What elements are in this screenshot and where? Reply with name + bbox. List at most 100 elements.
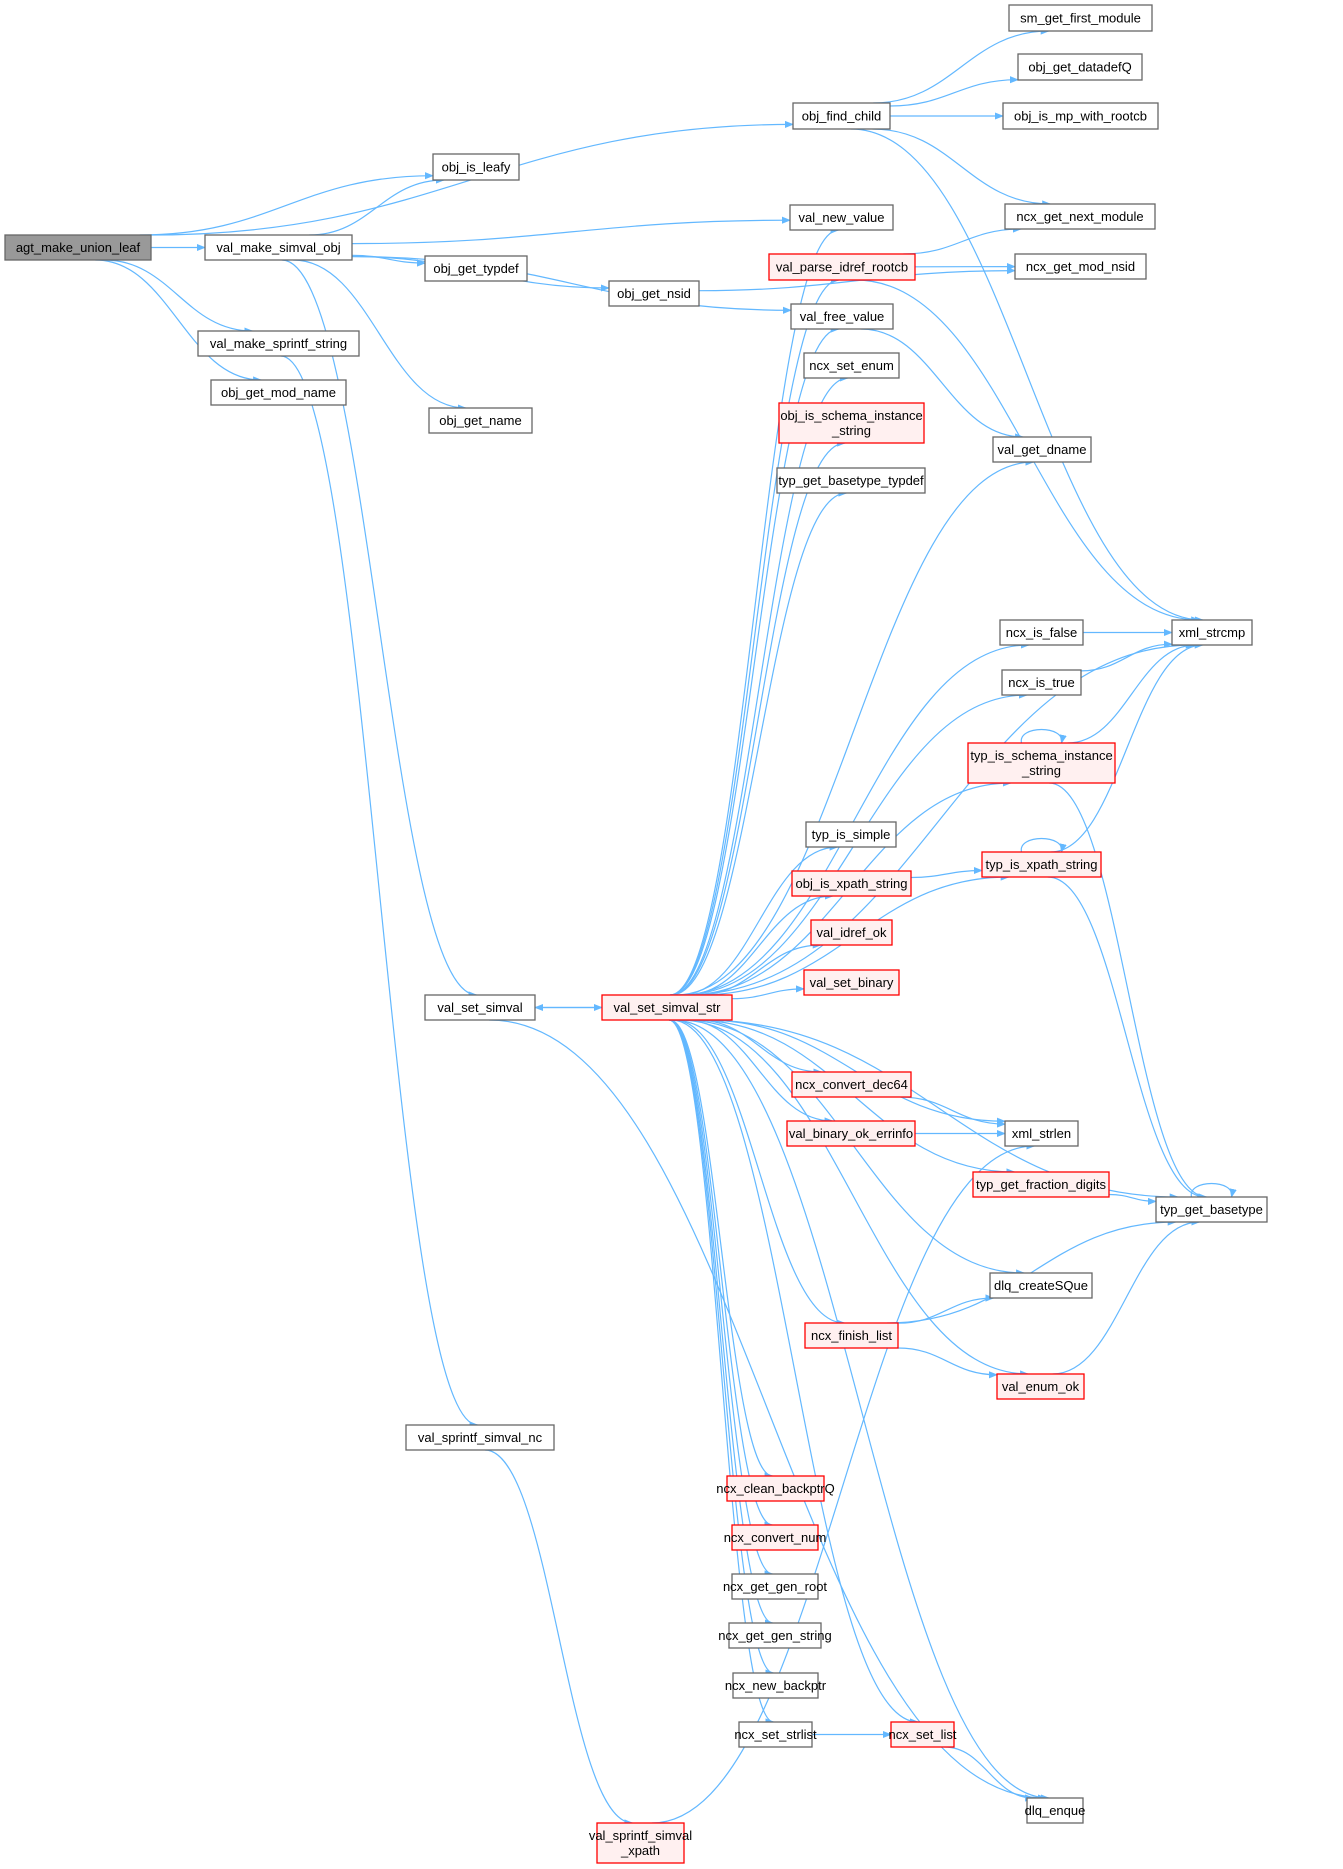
node-box[interactable]: [731, 1524, 819, 1551]
node-xml_strlen[interactable]: xml_strlen: [1004, 1120, 1079, 1147]
node-box[interactable]: [981, 851, 1102, 878]
node-ncx_get_next_module[interactable]: ncx_get_next_module: [1004, 203, 1156, 230]
node-val_set_binary[interactable]: val_set_binary: [803, 969, 900, 996]
node-box[interactable]: [432, 153, 520, 181]
node-typ_is_simple[interactable]: typ_is_simple: [805, 821, 897, 848]
node-box[interactable]: [790, 303, 894, 330]
node-val_idref_ok[interactable]: val_idref_ok: [810, 919, 893, 946]
node-box[interactable]: [1026, 1797, 1084, 1824]
node-val_get_dname[interactable]: val_get_dname: [992, 436, 1092, 463]
node-box[interactable]: [405, 1424, 555, 1451]
node-box[interactable]: [731, 1573, 819, 1600]
node-box[interactable]: [1155, 1196, 1268, 1223]
node-box[interactable]: [1008, 4, 1153, 32]
node-obj_get_typdef[interactable]: obj_get_typdef: [424, 255, 528, 282]
node-ncx_new_backptr[interactable]: ncx_new_backptr: [725, 1672, 827, 1699]
node-ncx_set_strlist[interactable]: ncx_set_strlist: [734, 1721, 817, 1748]
node-box[interactable]: [805, 821, 897, 848]
node-obj_get_nsid[interactable]: obj_get_nsid: [608, 280, 700, 307]
node-box[interactable]: [424, 255, 528, 282]
node-box[interactable]: [992, 436, 1092, 463]
node-box[interactable]: [210, 379, 347, 406]
node-dlq_createSQue[interactable]: dlq_createSQue: [989, 1272, 1093, 1299]
node-typ_is_schema_instance_string[interactable]: typ_is_schema_instance_string: [967, 742, 1116, 784]
node-agt_make_union_leaf[interactable]: agt_make_union_leaf: [4, 234, 152, 261]
node-box[interactable]: [803, 352, 900, 379]
node-box[interactable]: [726, 1475, 825, 1502]
node-box[interactable]: [728, 1622, 822, 1649]
node-box[interactable]: [1001, 669, 1082, 696]
node-ncx_set_enum[interactable]: ncx_set_enum: [803, 352, 900, 379]
node-ncx_convert_dec64[interactable]: ncx_convert_dec64: [791, 1071, 912, 1098]
node-obj_is_xpath_string[interactable]: obj_is_xpath_string: [791, 870, 912, 897]
node-ncx_get_gen_string[interactable]: ncx_get_gen_string: [718, 1622, 832, 1649]
node-val_sprintf_simval_xpath[interactable]: val_sprintf_simval_xpath: [589, 1822, 692, 1864]
node-box[interactable]: [810, 919, 893, 946]
node-ncx_is_false[interactable]: ncx_is_false: [999, 619, 1084, 646]
node-box[interactable]: [786, 1120, 916, 1147]
node-box[interactable]: [197, 330, 360, 357]
node-box[interactable]: [4, 234, 152, 261]
node-box[interactable]: [1004, 203, 1156, 230]
node-obj_is_schema_instance_string[interactable]: obj_is_schema_instance_string: [778, 402, 925, 444]
node-xml_strcmp[interactable]: xml_strcmp: [1171, 619, 1253, 646]
node-ncx_get_mod_nsid[interactable]: ncx_get_mod_nsid: [1014, 253, 1147, 280]
node-box[interactable]: [1017, 53, 1143, 81]
node-obj_get_datadefQ[interactable]: obj_get_datadefQ: [1017, 53, 1143, 81]
node-box[interactable]: [1002, 102, 1159, 130]
node-ncx_clean_backptrQ[interactable]: ncx_clean_backptrQ: [716, 1475, 835, 1502]
node-box[interactable]: [608, 280, 700, 307]
node-box[interactable]: [601, 994, 733, 1021]
node-ncx_finish_list[interactable]: ncx_finish_list: [804, 1322, 899, 1349]
node-box[interactable]: [204, 234, 353, 261]
node-box[interactable]: [738, 1721, 813, 1748]
node-typ_get_fraction_digits[interactable]: typ_get_fraction_digits: [972, 1171, 1110, 1198]
node-box[interactable]: [1171, 619, 1253, 646]
node-val_enum_ok[interactable]: val_enum_ok: [996, 1373, 1085, 1400]
node-val_set_simval_str[interactable]: val_set_simval_str: [601, 994, 733, 1021]
node-box[interactable]: [989, 1272, 1093, 1299]
node-box[interactable]: [768, 253, 916, 281]
node-box[interactable]: [1004, 1120, 1079, 1147]
node-obj_is_mp_with_rootcb[interactable]: obj_is_mp_with_rootcb: [1002, 102, 1159, 130]
node-val_new_value[interactable]: val_new_value: [789, 204, 894, 231]
node-obj_get_mod_name[interactable]: obj_get_mod_name: [210, 379, 347, 406]
node-box[interactable]: [424, 994, 536, 1021]
node-obj_is_leafy[interactable]: obj_is_leafy: [432, 153, 520, 181]
node-ncx_convert_num[interactable]: ncx_convert_num: [724, 1524, 827, 1551]
node-box[interactable]: [972, 1171, 1110, 1198]
node-val_make_simval_obj[interactable]: val_make_simval_obj: [204, 234, 353, 261]
node-box[interactable]: [996, 1373, 1085, 1400]
node-obj_find_child[interactable]: obj_find_child: [792, 102, 891, 130]
node-typ_is_xpath_string[interactable]: typ_is_xpath_string: [981, 851, 1102, 878]
node-val_free_value[interactable]: val_free_value: [790, 303, 894, 330]
node-box[interactable]: [791, 1071, 912, 1098]
node-ncx_set_list[interactable]: ncx_set_list: [889, 1721, 957, 1748]
node-box[interactable]: [789, 204, 894, 231]
node-val_binary_ok_errinfo[interactable]: val_binary_ok_errinfo: [786, 1120, 916, 1147]
node-sm_get_first_module[interactable]: sm_get_first_module: [1008, 4, 1153, 32]
node-box[interactable]: [778, 402, 925, 444]
node-obj_get_name[interactable]: obj_get_name: [428, 407, 533, 434]
node-box[interactable]: [776, 467, 926, 494]
node-box[interactable]: [1014, 253, 1147, 280]
node-box[interactable]: [428, 407, 533, 434]
node-box[interactable]: [967, 742, 1116, 784]
node-val_sprintf_simval_nc[interactable]: val_sprintf_simval_nc: [405, 1424, 555, 1451]
node-box[interactable]: [791, 870, 912, 897]
node-box[interactable]: [792, 102, 891, 130]
node-box[interactable]: [804, 1322, 899, 1349]
node-box[interactable]: [596, 1822, 685, 1864]
node-val_set_simval[interactable]: val_set_simval: [424, 994, 536, 1021]
node-box[interactable]: [999, 619, 1084, 646]
node-typ_get_basetype[interactable]: typ_get_basetype: [1155, 1196, 1268, 1223]
node-val_parse_idref_rootcb[interactable]: val_parse_idref_rootcb: [768, 253, 916, 281]
node-val_make_sprintf_string[interactable]: val_make_sprintf_string: [197, 330, 360, 357]
node-dlq_enque[interactable]: dlq_enque: [1025, 1797, 1086, 1824]
node-ncx_get_gen_root[interactable]: ncx_get_gen_root: [723, 1573, 827, 1600]
node-box[interactable]: [890, 1721, 955, 1748]
node-typ_get_basetype_typdef[interactable]: typ_get_basetype_typdef: [776, 467, 926, 494]
node-ncx_is_true[interactable]: ncx_is_true: [1001, 669, 1082, 696]
node-box[interactable]: [732, 1672, 819, 1699]
node-box[interactable]: [803, 969, 900, 996]
